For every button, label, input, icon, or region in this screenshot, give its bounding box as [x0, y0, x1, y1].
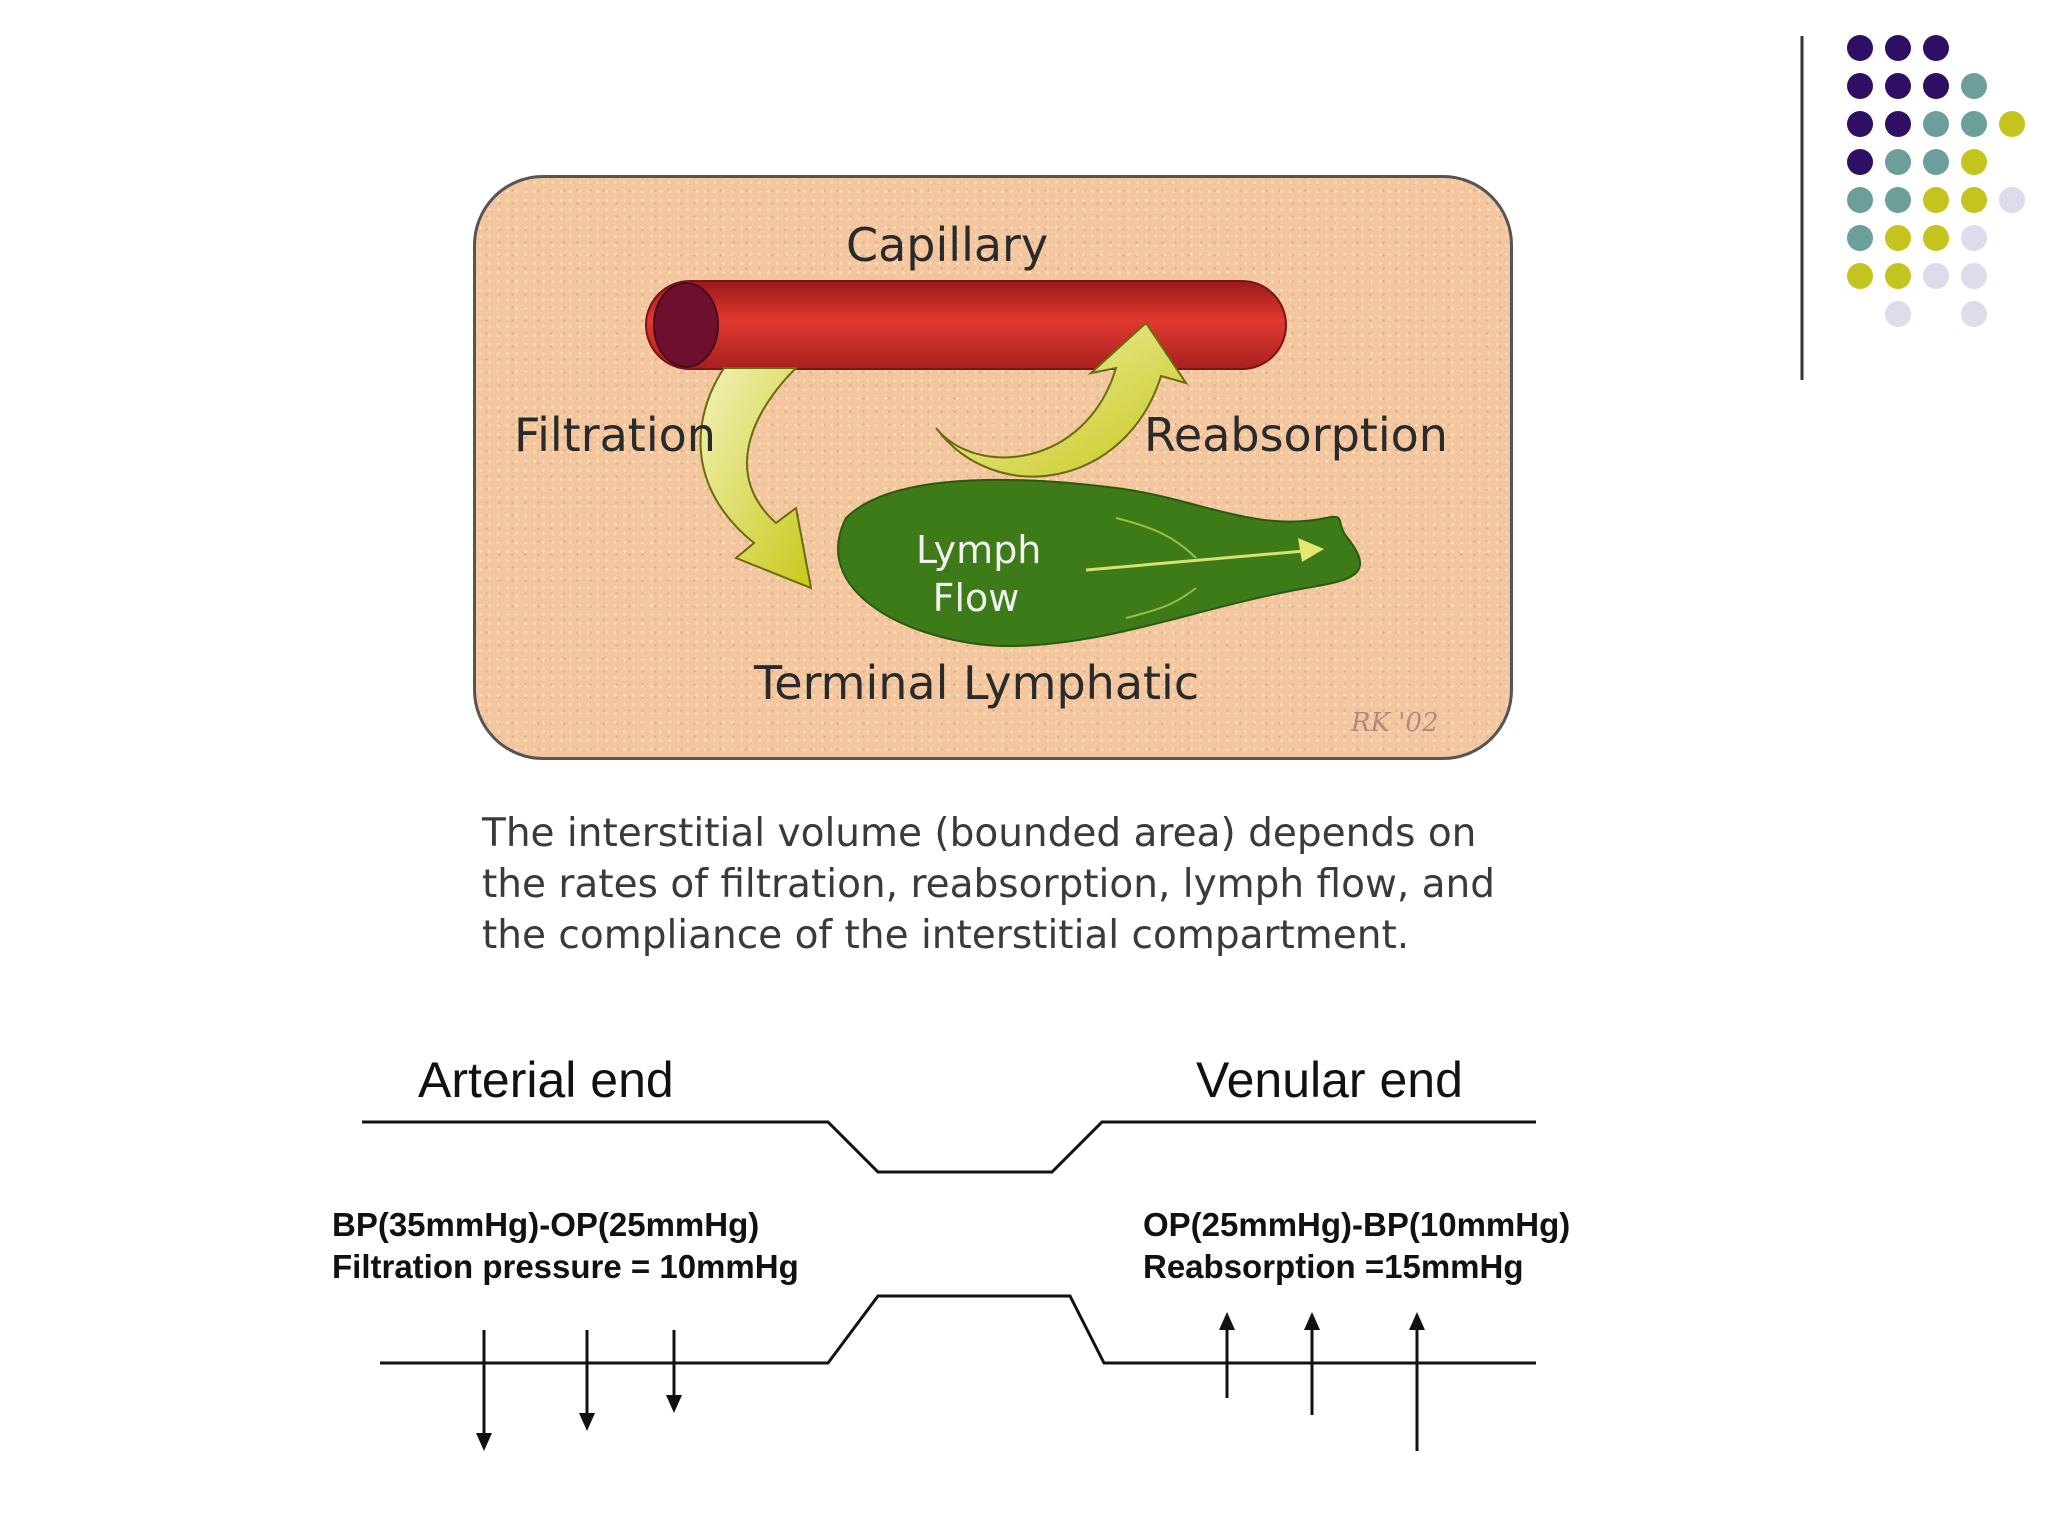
venular-end-label: Venular end	[1196, 1052, 1463, 1108]
decorative-dot	[1961, 187, 1987, 213]
capillary-label: Capillary	[846, 218, 1049, 272]
decorative-dot	[1961, 301, 1987, 327]
venular-pressure-line-2: Reabsorption =15mmHg	[1143, 1248, 1524, 1285]
venular-pressure-text: OP(25mmHg)-BP(10mmHg) Reabsorption =15mm…	[1143, 1204, 1570, 1288]
lymph-flow-line-1: Lymph	[916, 528, 1042, 572]
decorative-dot	[1885, 73, 1911, 99]
decorative-dot	[1923, 73, 1949, 99]
caption-line-1: The interstitial volume (bounded area) d…	[482, 811, 1477, 856]
decorative-dot	[1999, 111, 2025, 137]
decorative-dot	[1885, 149, 1911, 175]
decorative-dot	[1847, 73, 1873, 99]
terminal-lymphatic-label: Terminal Lymphatic	[754, 656, 1200, 710]
decorative-dot	[1999, 187, 2025, 213]
decorative-dot	[1885, 111, 1911, 137]
figure-artwork	[645, 280, 1361, 648]
capillary-upper-wall	[362, 1120, 1536, 1174]
decorative-dot	[1885, 263, 1911, 289]
filtration-arrow-3	[666, 1330, 682, 1413]
venular-pressure-line-1: OP(25mmHg)-BP(10mmHg)	[1143, 1206, 1571, 1243]
decorative-dot	[1923, 225, 1949, 251]
decorative-dot	[1885, 301, 1911, 327]
figure-caption: The interstitial volume (bounded area) d…	[482, 808, 1532, 961]
decorative-dot	[1885, 35, 1911, 61]
decorative-dot	[1923, 149, 1949, 175]
reabsorption-arrow-3	[1409, 1312, 1425, 1451]
filtration-arrow-1	[476, 1330, 492, 1451]
reabsorption-arrow-2	[1304, 1312, 1320, 1415]
decorative-dot	[1847, 263, 1873, 289]
decorative-dot	[1961, 73, 1987, 99]
filtration-arrow	[699, 367, 813, 590]
decorative-dot	[1961, 111, 1987, 137]
arterial-end-label: Arterial end	[418, 1052, 674, 1108]
reabsorption-arrow-1	[1219, 1312, 1235, 1398]
artist-signature: RK '02	[1351, 708, 1439, 738]
decorative-dot	[1923, 111, 1949, 137]
arterial-pressure-line-1: BP(35mmHg)-OP(25mmHg)	[332, 1206, 760, 1243]
interstitial-figure: Capillary Filtration Reabsorption Lymph …	[473, 175, 1513, 760]
decorative-dot	[1847, 35, 1873, 61]
filtration-label: Filtration	[514, 408, 716, 462]
reabsorption-arrow	[935, 321, 1189, 478]
decorative-dot	[1847, 225, 1873, 251]
caption-line-3: the compliance of the interstitial compa…	[482, 913, 1410, 958]
decorative-dot	[1847, 149, 1873, 175]
caption-line-2: the rates of filtration, reabsorption, l…	[482, 862, 1496, 907]
reabsorption-label: Reabsorption	[1144, 408, 1448, 462]
dot-grid	[1847, 35, 2025, 327]
decorative-dot	[1961, 149, 1987, 175]
filtration-arrow-2	[579, 1330, 595, 1431]
lymph-flow-label: Lymph Flow	[916, 526, 1042, 622]
decorative-dot	[1923, 35, 1949, 61]
capillary-lower-wall	[380, 1294, 1536, 1365]
decorative-dot	[1847, 187, 1873, 213]
lymph-flow-line-2: Flow	[932, 576, 1020, 620]
terminal-lymphatic-shape	[837, 478, 1361, 648]
decorative-dot	[1847, 111, 1873, 137]
decorative-dot	[1961, 225, 1987, 251]
decorative-dot	[1885, 187, 1911, 213]
decorative-dot	[1923, 263, 1949, 289]
arterial-pressure-line-2: Filtration pressure = 10mmHg	[332, 1248, 799, 1285]
decorative-dot	[1961, 263, 1987, 289]
decorative-dot	[1923, 187, 1949, 213]
decorative-dot	[1885, 225, 1911, 251]
arterial-pressure-text: BP(35mmHg)-OP(25mmHg) Filtration pressur…	[332, 1204, 799, 1288]
